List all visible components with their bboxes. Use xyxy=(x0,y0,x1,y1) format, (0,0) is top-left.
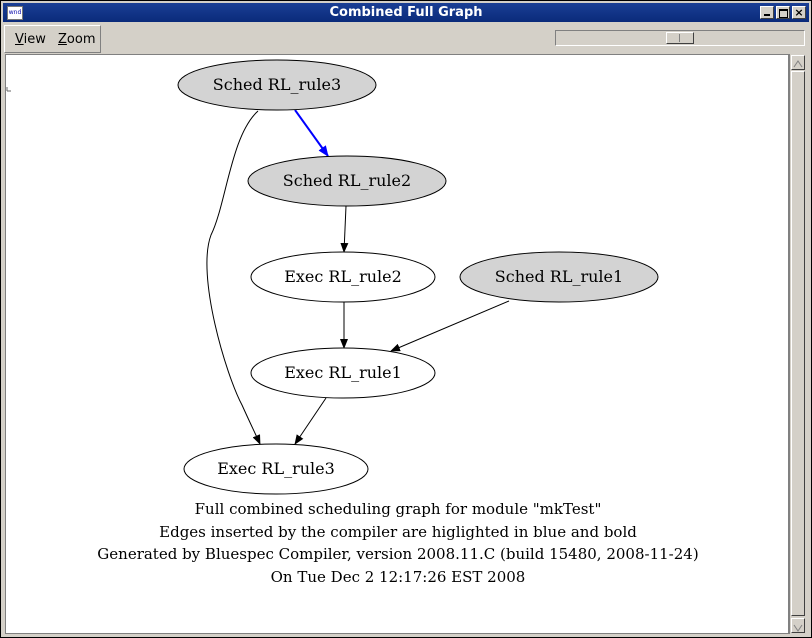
title-bar[interactable]: wnd Combined Full Graph × xyxy=(3,3,809,22)
close-icon: × xyxy=(794,6,804,19)
maximize-button[interactable] xyxy=(776,6,790,19)
caption-line-2: Edges inserted by the compiler are higli… xyxy=(159,523,637,541)
close-button[interactable]: × xyxy=(792,6,806,19)
menu-zoom[interactable]: Zoom xyxy=(58,32,96,47)
node-sched-rule1-label: Sched RL_rule1 xyxy=(495,267,623,286)
menu-bar: View Zoom xyxy=(4,25,101,53)
caption-line-3: Generated by Bluespec Compiler, version … xyxy=(97,545,699,563)
scroll-thumb[interactable] xyxy=(791,71,805,616)
node-exec-rule3-label: Exec RL_rule3 xyxy=(217,459,335,478)
graph-svg: Sched RL_rule3 Sched RL_rule2 Exec RL_ru… xyxy=(6,59,659,495)
graph-canvas: Sched RL_rule3 Sched RL_rule2 Exec RL_ru… xyxy=(5,54,789,634)
chevron-up-icon xyxy=(793,60,803,68)
node-sched-rule3[interactable]: Sched RL_rule3 xyxy=(177,59,377,111)
node-sched-rule1[interactable]: Sched RL_rule1 xyxy=(459,251,659,303)
node-exec-rule1-label: Exec RL_rule1 xyxy=(284,363,402,382)
node-sched-rule2-label: Sched RL_rule2 xyxy=(283,171,411,190)
corner-mark xyxy=(6,87,11,92)
edge-sched-rule3-to-sched-rule2 xyxy=(294,109,329,157)
edge-sched-rule3-to-exec-rule3 xyxy=(206,110,261,445)
zoom-slider-thumb[interactable] xyxy=(666,32,694,44)
zoom-slider[interactable] xyxy=(555,30,805,46)
scroll-down-button[interactable] xyxy=(791,618,805,633)
node-exec-rule2-label: Exec RL_rule2 xyxy=(284,267,402,286)
menu-view[interactable]: View xyxy=(15,32,46,47)
node-sched-rule2[interactable]: Sched RL_rule2 xyxy=(247,155,447,207)
node-exec-rule3[interactable]: Exec RL_rule3 xyxy=(183,443,369,495)
caption-line-1: Full combined scheduling graph for modul… xyxy=(194,500,602,518)
node-exec-rule1[interactable]: Exec RL_rule1 xyxy=(250,347,436,399)
minimize-button[interactable] xyxy=(760,6,774,19)
edge-sched-rule2-to-exec-rule2 xyxy=(340,205,349,253)
window-title: Combined Full Graph xyxy=(329,5,483,20)
edge-sched-rule1-to-exec-rule1 xyxy=(390,300,510,352)
scroll-up-button[interactable] xyxy=(791,55,805,70)
node-exec-rule2[interactable]: Exec RL_rule2 xyxy=(250,251,436,303)
chevron-down-icon xyxy=(793,624,803,632)
node-sched-rule3-label: Sched RL_rule3 xyxy=(213,75,341,94)
vertical-scrollbar[interactable] xyxy=(789,54,806,634)
app-icon[interactable]: wnd xyxy=(7,6,23,20)
caption-line-4: On Tue Dec 2 12:17:26 EST 2008 xyxy=(270,568,526,586)
edge-exec-rule1-to-exec-rule3 xyxy=(294,397,327,445)
